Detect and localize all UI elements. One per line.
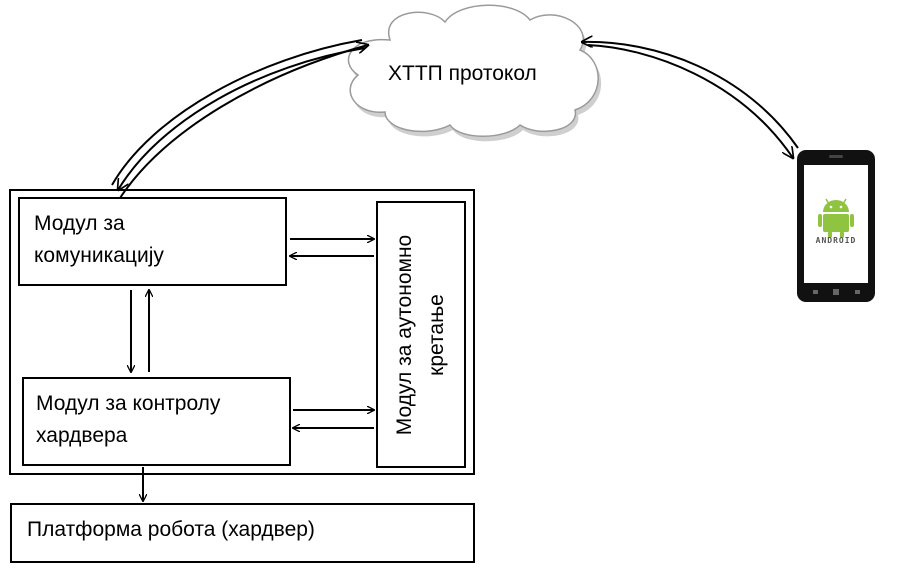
cloud-phone-arrow [582,42,799,158]
communication-module-box [18,197,287,286]
autonomous-module-label-line2: кретање [425,293,448,376]
hardware-control-module-box [22,377,291,466]
autonomous-module-label: Модул за аутономно кретање [378,203,464,466]
hardware-module-label-line1: Модул за контролу [36,392,221,415]
hardware-module-label-line2: хардвера [36,424,128,447]
platform-label: Платформа робота (хардвер) [27,518,315,541]
communication-module-label-line1: Модул за [34,212,125,235]
comm-cloud-arrow [111,39,368,199]
autonomous-module-box [376,201,466,468]
platform-box [10,503,475,563]
android-wordmark: ANDROID [815,236,857,245]
android-phone-icon [797,150,875,302]
cloud-label: ХТТП протокол [388,62,537,85]
autonomous-module-label-line1: Модул за аутономно [393,234,416,435]
cloud-shape [347,4,602,142]
robot-frame [9,189,475,475]
communication-module-label-line2: комуникацију [34,244,164,267]
android-logo-icon [818,198,854,238]
